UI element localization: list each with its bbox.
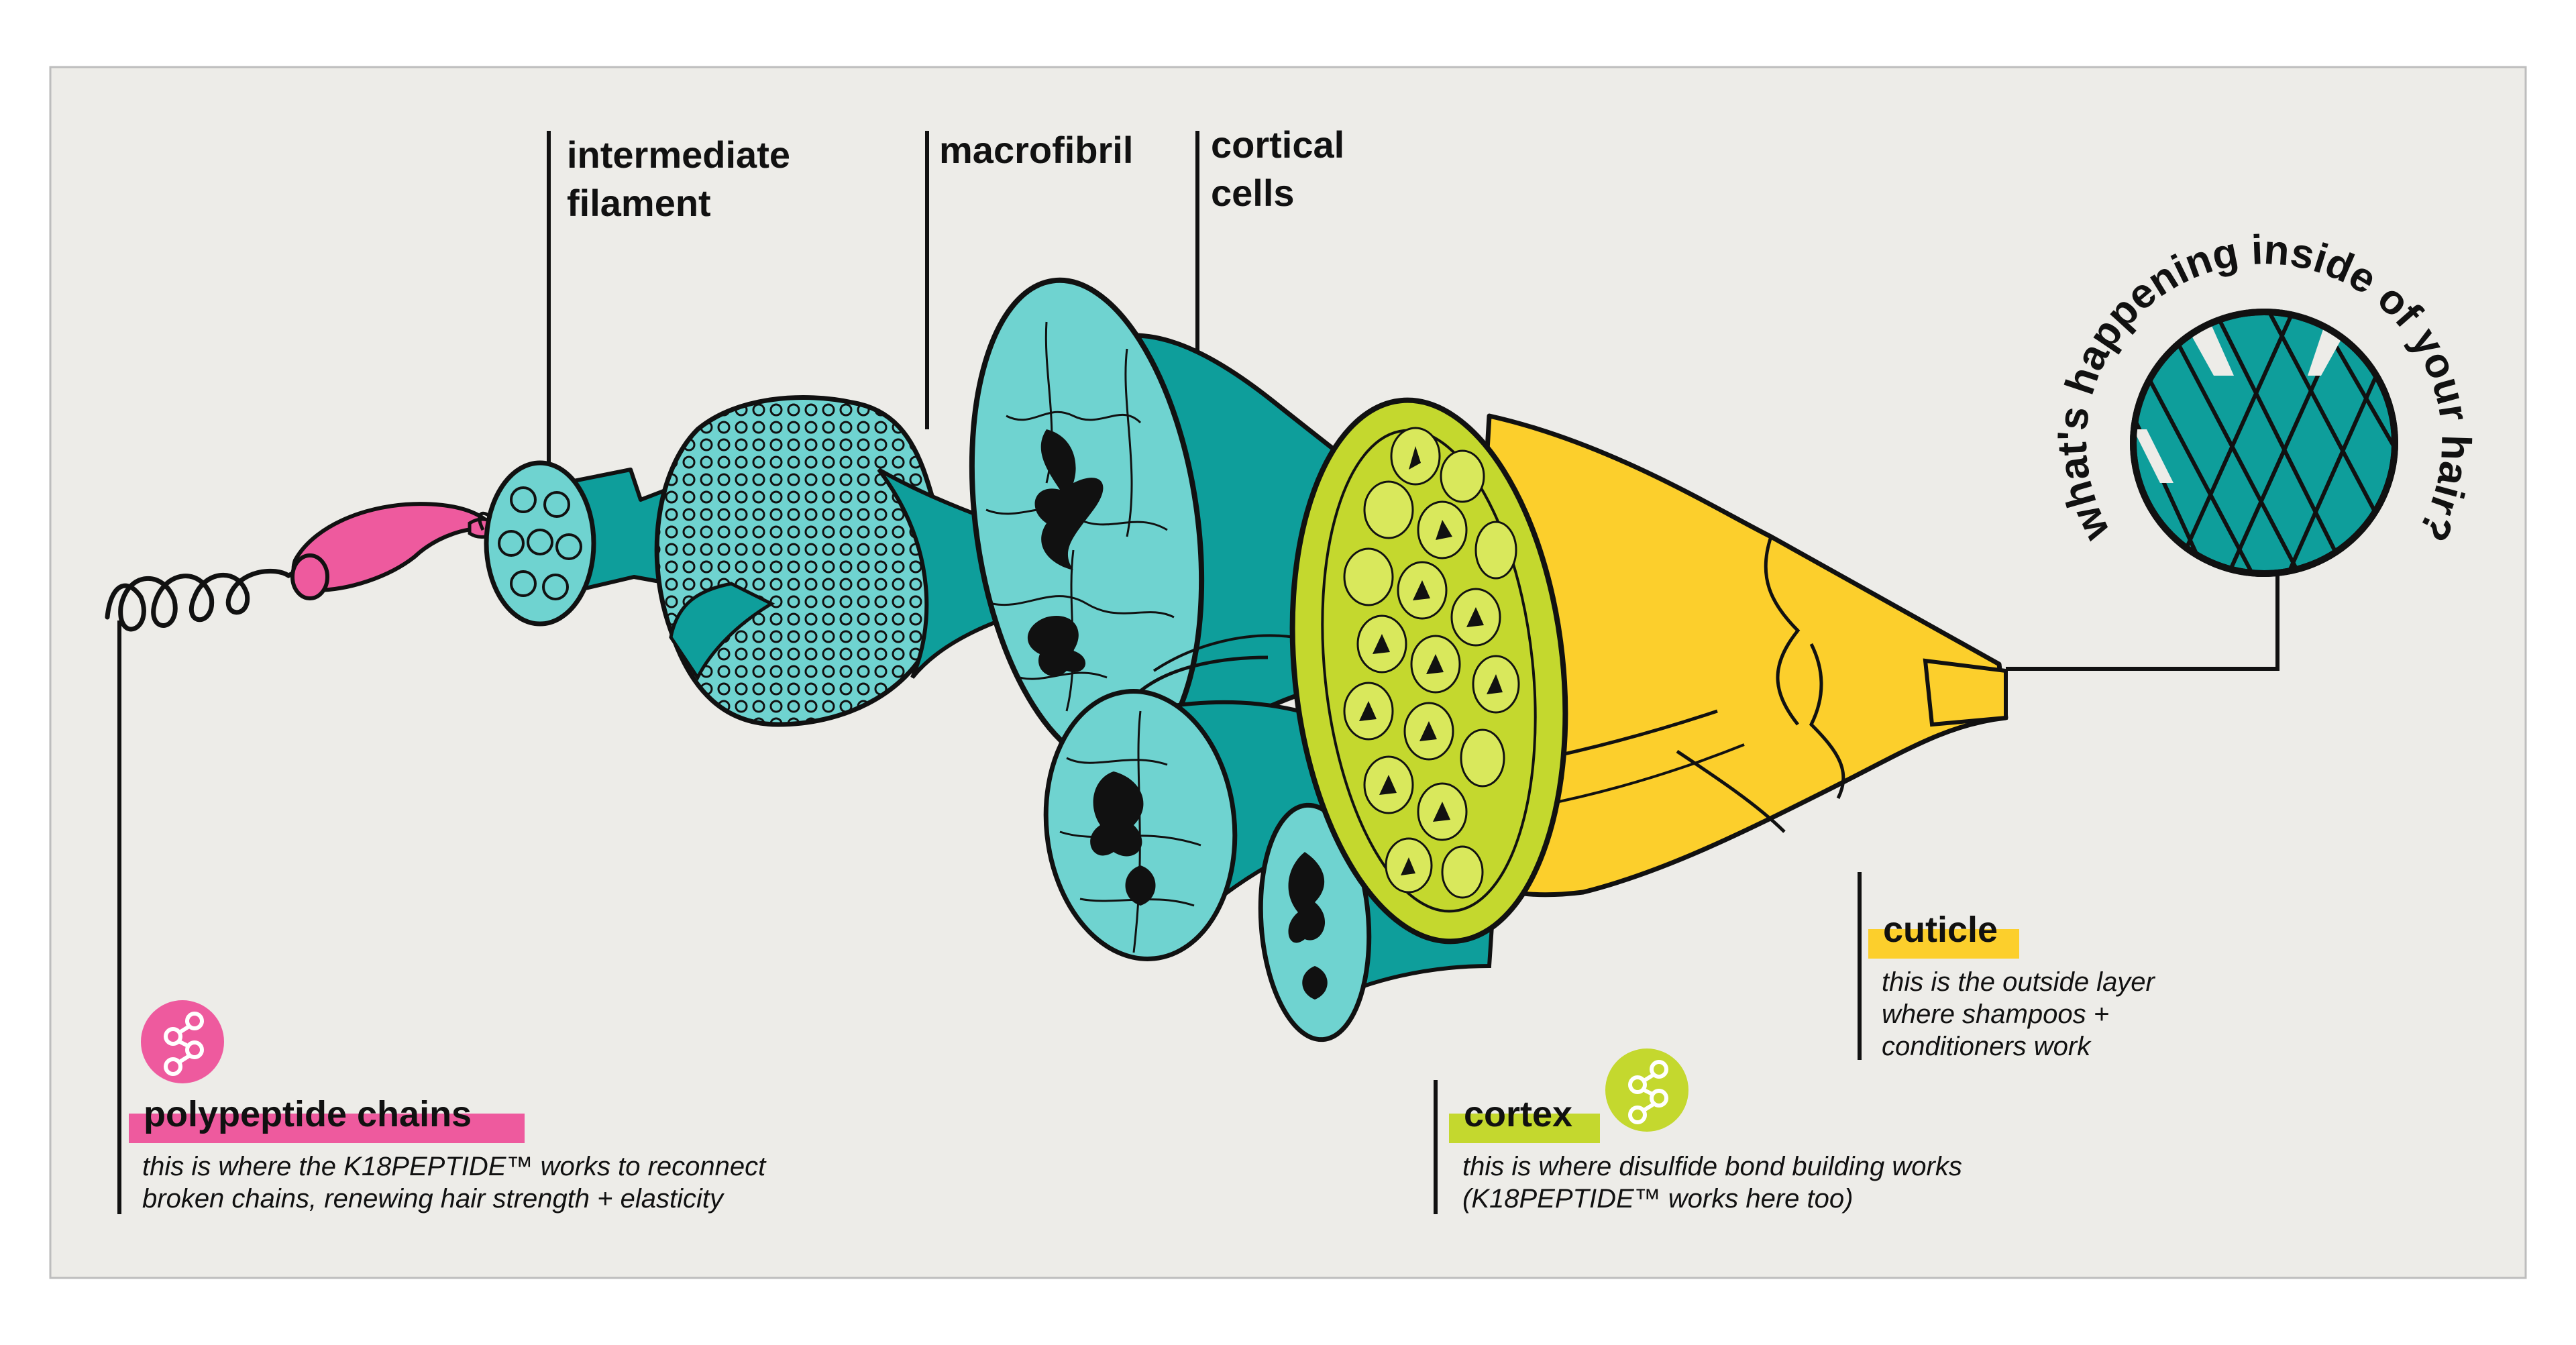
cuticle-title: cuticle	[1883, 910, 1998, 950]
polypeptide-ribbon	[290, 502, 502, 600]
macrofibril-label: macrofibril	[939, 129, 1134, 171]
cortex-desc-line2: (K18PEPTIDE™ works here too)	[1462, 1184, 1854, 1214]
cuticle-highlight	[1868, 929, 2019, 959]
cuticle-desc-line1: this is the outside layer	[1882, 967, 2155, 997]
polypeptide-highlight	[129, 1114, 525, 1143]
cortex-title: cortex	[1464, 1094, 1573, 1134]
cortex-desc-line1: this is where disulfide bond building wo…	[1462, 1152, 1962, 1181]
intermediate-filament-line2: filament	[567, 182, 711, 224]
macrofibril	[654, 395, 1063, 727]
polypeptide-desc: this is where the K18PEPTIDE™ works to r…	[142, 1150, 765, 1215]
cortex-desc: this is where disulfide bond building wo…	[1462, 1150, 1962, 1215]
cortex	[1289, 397, 1568, 945]
cuticle-desc: this is the outside layer where shampoos…	[1882, 966, 2155, 1063]
leader-badge	[2006, 574, 2279, 671]
cuticle-desc-line3: conditioners work	[1882, 1032, 2091, 1061]
polypeptide-title: polypeptide chains	[144, 1094, 472, 1134]
intermediate-filament-label: intermediate filament	[567, 131, 790, 227]
cortex-highlight	[1449, 1114, 1600, 1143]
cuticle-desc-line2: where shampoos +	[1882, 1000, 2110, 1029]
polypeptide-coil	[105, 557, 326, 632]
cortical-cells-line1: cortical	[1211, 123, 1345, 166]
cortex-molecule-icon	[1605, 1048, 1688, 1132]
polypeptide-desc-line2: broken chains, renewing hair strength + …	[142, 1184, 724, 1214]
intermediate-filament-line1: intermediate	[567, 133, 790, 176]
polypeptide-molecule-icon	[141, 1000, 224, 1083]
polypeptide-desc-line1: this is where the K18PEPTIDE™ works to r…	[142, 1152, 766, 1181]
cortical-cells-line2: cells	[1211, 172, 1295, 214]
leader-lines	[117, 131, 2279, 1214]
cuticle	[1460, 413, 2008, 898]
cortical-cells-label: cortical cells	[1211, 121, 1344, 217]
